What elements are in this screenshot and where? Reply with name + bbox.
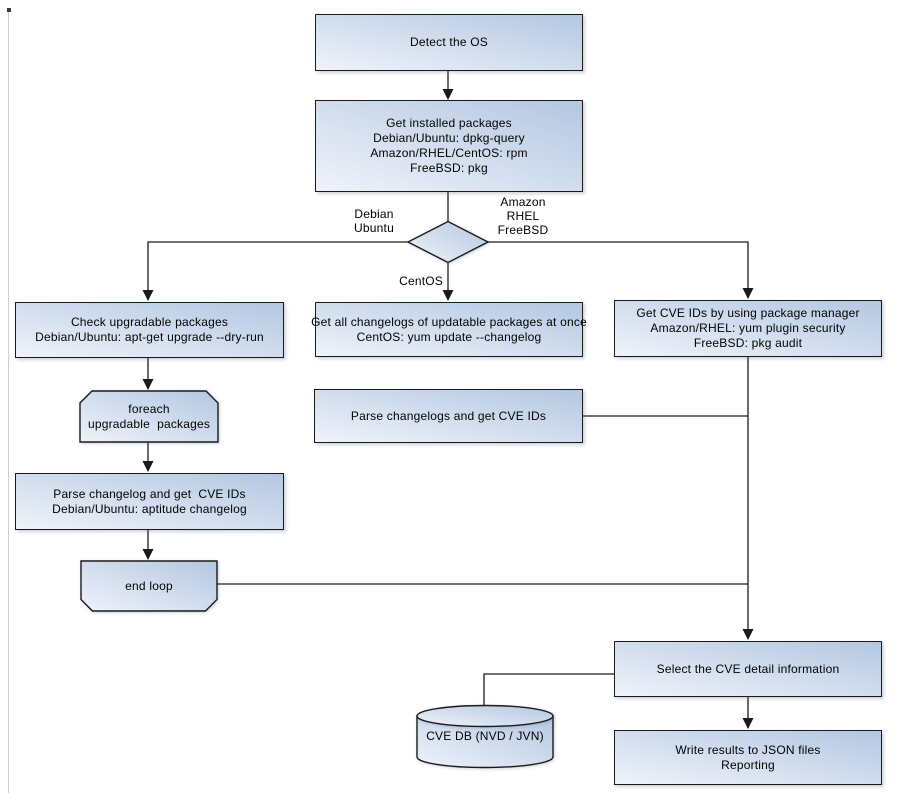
node-get-cve-ids-package-manager: Get CVE IDs by using package manager Ama…: [614, 300, 882, 357]
foreach-loop-label: foreach upgradable packages: [87, 401, 211, 431]
node-get-all-changelogs: Get all changelogs of updatable packages…: [311, 302, 587, 357]
cylinder-body: [416, 715, 554, 769]
end-loop-label: end loop: [125, 578, 173, 593]
node-get-installed-packages: Get installed packages Debian/Ubuntu: dp…: [315, 100, 583, 192]
node-write-results: Write results to JSON files Reporting: [614, 730, 882, 785]
branch-label-debian-ubuntu: Debian Ubuntu: [354, 207, 394, 235]
cve-db-cylinder: [416, 704, 554, 769]
node-detect-os: Detect the OS: [315, 14, 583, 71]
end-loop-shape: [80, 560, 218, 612]
cve-db-label: CVE DB (NVD / JVN): [426, 729, 544, 743]
edge-select-to-cvedb: [483, 673, 614, 706]
edge-decision-to-check-upgradable: [142, 241, 408, 301]
node-parse-changelogs: Parse changelogs and get CVE IDs: [314, 389, 583, 443]
branch-label-amazon-rhel-freebsd: Amazon RHEL FreeBSD: [497, 195, 549, 237]
canvas-corner-handle: [7, 8, 11, 12]
node-check-upgradable-packages: Check upgradable packages Debian/Ubuntu:…: [15, 302, 284, 358]
edge-decision-to-get-cve-ids: [488, 241, 754, 299]
decision-diamond: [406, 220, 490, 264]
branch-label-centos: CentOS: [399, 274, 443, 288]
cylinder-top: [416, 704, 554, 728]
foreach-loop-shape: [79, 390, 219, 443]
node-parse-changelog-left: Parse changelog and get CVE IDs Debian/U…: [15, 473, 284, 530]
node-select-cve-detail: Select the CVE detail information: [614, 641, 882, 697]
canvas-page-edge: [8, 10, 9, 793]
